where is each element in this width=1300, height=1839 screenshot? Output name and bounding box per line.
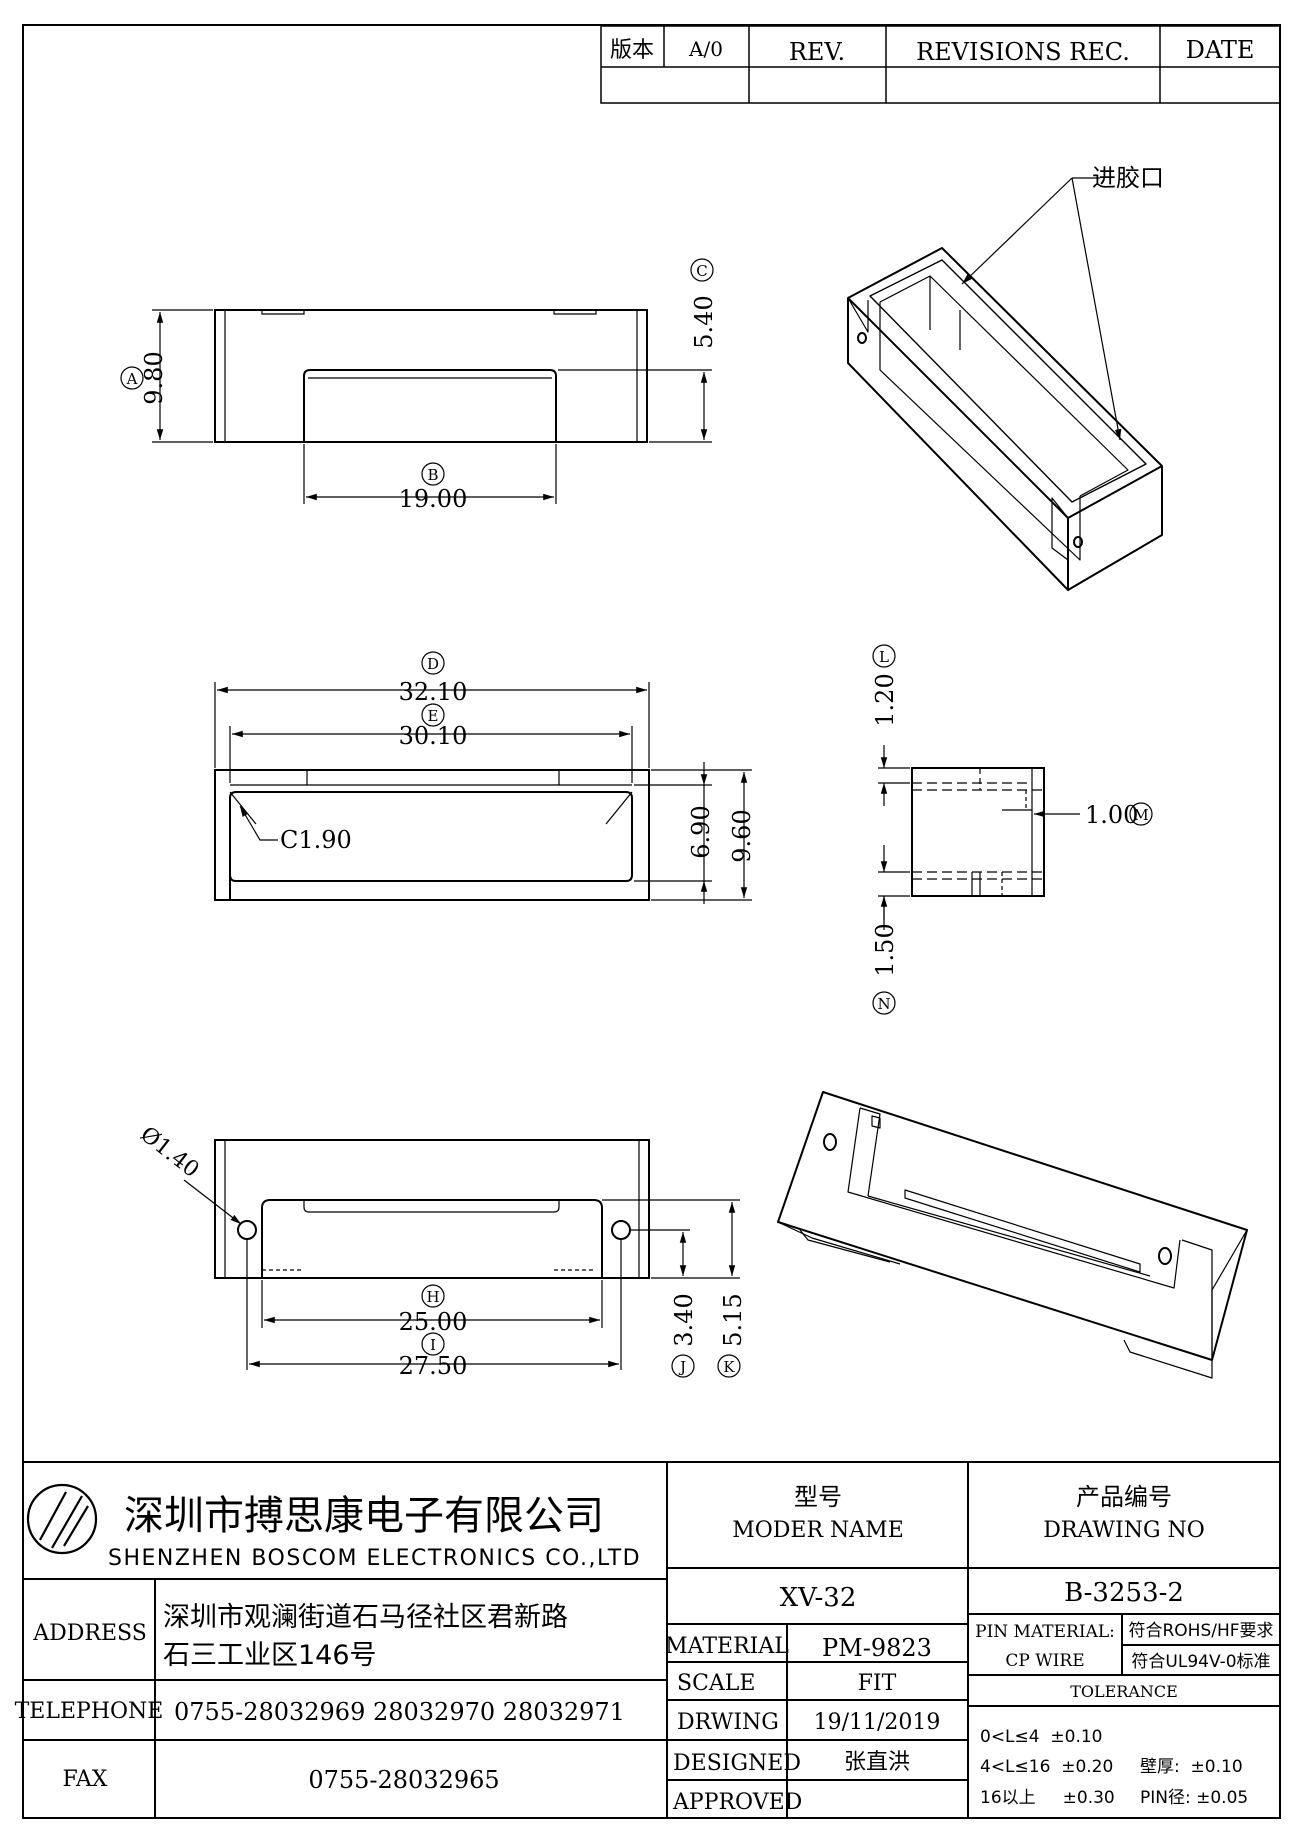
top-view — [214, 769, 650, 901]
top-view-dimensions — [214, 651, 752, 904]
tolerance-row-2: 4<L≤16 ±0.20 — [980, 1757, 1113, 1777]
pin-diameter-tolerance: PIN径: ±0.05 — [1140, 1788, 1248, 1808]
side-view — [911, 767, 1045, 897]
dim-value-1-50: 1.50 — [871, 923, 899, 976]
dim-label-k: K — [723, 1358, 735, 1376]
isometric-view-top — [847, 247, 1163, 591]
material-label: MATERIAL — [665, 1634, 789, 1659]
drwing-label: DRWING — [677, 1710, 779, 1735]
address-label: ADDRESS — [32, 1621, 147, 1646]
chamfer-callout: C1.90 — [280, 826, 352, 854]
dim-value-25-00: 25.00 — [399, 1308, 468, 1336]
drawing-no-label-en: DRAWING NO — [1043, 1518, 1205, 1543]
fax-label: FAX — [63, 1767, 108, 1792]
model-value: XV-32 — [780, 1583, 857, 1613]
dim-value-1-00: 1.00 — [1085, 801, 1138, 829]
wall-thickness-tolerance: 壁厚: ±0.10 — [1140, 1757, 1243, 1777]
dim-value-30-10: 30.10 — [399, 722, 468, 750]
tolerance-label: TOLERANCE — [1070, 1682, 1178, 1701]
dim-value-1-20: 1.20 — [871, 673, 899, 726]
tolerance-row-1: 0<L≤4 ±0.10 — [980, 1727, 1103, 1747]
version-value: A/0 — [688, 37, 723, 61]
dim-label-b: B — [427, 466, 438, 484]
fax-value: 0755-28032965 — [308, 1766, 499, 1794]
dim-label-d: D — [427, 655, 439, 673]
dim-value-27-50: 27.50 — [399, 1352, 468, 1380]
company-name-cn: 深圳市搏思康电子有限公司 — [124, 1493, 604, 1539]
dim-label-a: A — [126, 370, 138, 388]
company-logo-icon — [26, 1483, 98, 1555]
scale-label: SCALE — [677, 1671, 755, 1696]
drwing-value: 19/11/2019 — [814, 1710, 941, 1735]
telephone-value: 0755-28032969 28032970 28032971 — [174, 1698, 625, 1726]
dim-value-9-80: 9.80 — [140, 351, 168, 404]
revision-block — [600, 25, 1281, 104]
dim-value-19-00: 19.00 — [399, 485, 468, 513]
address-line-2: 石三工业区146号 — [163, 1640, 377, 1671]
dim-value-32-10: 32.10 — [399, 678, 468, 706]
dim-value-5-40: 5.40 — [690, 295, 718, 348]
approved-label: APPROVED — [672, 1790, 802, 1815]
pin-material-label: PIN MATERIAL: — [975, 1622, 1115, 1642]
dim-label-n: N — [877, 995, 890, 1013]
gate-callout-text: 进胶口 — [1092, 164, 1164, 192]
pin-hole-diameter: Ø1.40 — [135, 1122, 203, 1183]
pin-material-value: 符合ROHS/HF要求 — [1128, 1621, 1273, 1641]
isometric-view-bottom — [777, 1091, 1248, 1379]
drawing-no-label-cn: 产品编号 — [1076, 1483, 1172, 1511]
dim-label-i: I — [430, 1336, 436, 1354]
revisions-header: REVISIONS REC. — [916, 38, 1130, 66]
rev-header: REV. — [789, 38, 845, 66]
dim-label-e: E — [428, 707, 439, 725]
dim-value-6-90: 6.90 — [687, 805, 715, 858]
date-header: DATE — [1186, 36, 1255, 64]
dim-value-9-60: 9.60 — [728, 809, 756, 862]
dim-label-m: M — [1133, 806, 1148, 824]
dim-label-c: C — [696, 262, 707, 280]
designed-label: DESIGNED — [673, 1751, 801, 1776]
model-label-cn: 型号 — [794, 1483, 842, 1511]
side-view-dimensions — [872, 644, 1153, 1015]
front-view-dimensions — [120, 258, 714, 504]
front-view — [214, 309, 648, 443]
bottom-view-dimensions — [183, 1179, 741, 1378]
tolerance-row-3: 16以上 ±0.30 — [980, 1788, 1115, 1808]
pin-hole-right — [611, 1220, 631, 1240]
dim-label-j: J — [678, 1358, 686, 1376]
designed-value: 张直洪 — [844, 1750, 910, 1775]
company-name-en: SHENZHEN BOSCOM ELECTRONICS CO.,LTD — [108, 1546, 641, 1571]
model-label-en: MODER NAME — [732, 1518, 904, 1543]
telephone-label: TELEPHONE — [15, 1699, 164, 1724]
dim-value-5-15: 5.15 — [719, 1293, 747, 1346]
cp-wire-label: CP WIRE — [1005, 1651, 1084, 1671]
dim-value-3-40: 3.40 — [670, 1293, 698, 1346]
bottom-view — [214, 1139, 650, 1279]
version-label: 版本 — [610, 38, 654, 63]
material-value: PM-9823 — [822, 1634, 932, 1662]
title-block-grid — [22, 1461, 1281, 1819]
scale-value: FIT — [858, 1671, 897, 1696]
gate-callout-leader — [961, 177, 1122, 441]
address-line-1: 深圳市观澜街道石马径社区君新路 — [163, 1602, 568, 1633]
dim-label-l: L — [879, 648, 889, 666]
cp-wire-value: 符合UL94V-0标准 — [1131, 1652, 1270, 1672]
pin-hole-left — [237, 1220, 257, 1240]
drawing-no-value: B-3253-2 — [1064, 1578, 1184, 1608]
dim-label-h: H — [426, 1288, 439, 1306]
